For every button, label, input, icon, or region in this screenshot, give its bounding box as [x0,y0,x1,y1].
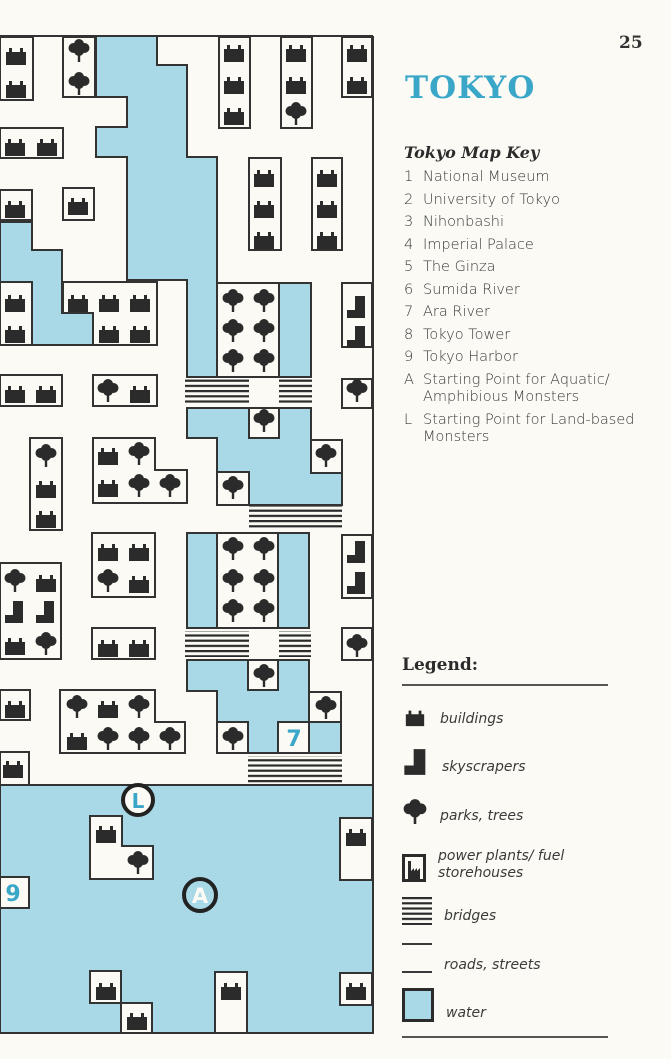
legend-label: parks, trees [440,808,524,824]
map-key-item: 7 Ara River [404,301,664,324]
key-label: Tokyo Tower [423,326,511,343]
tokyo-map: 7 9 L A [0,35,374,1034]
city-block [214,971,248,1034]
tree-icon [402,797,428,825]
legend-item-water: water [402,988,622,1022]
key-code: 2 [404,191,414,208]
key-code: 1 [404,169,414,185]
city-block [29,437,63,531]
key-code: 6 [404,281,414,298]
legend-item-bridges: bridges [402,897,622,925]
bridge [248,756,342,784]
map-key-heading: Tokyo Map Key [404,143,540,162]
key-label: Ara River [423,304,490,320]
key-label: National Museum [423,169,550,185]
canal-strip [278,282,312,378]
city-block [339,817,373,881]
city-block [277,721,310,754]
building-icon [402,706,428,728]
key-code: 4 [404,236,414,253]
land-start-label: L [132,789,145,813]
key-code: A [404,371,414,388]
city-block [59,689,186,754]
page-title: TOKYO [405,70,536,106]
map-key-item: 6 Sumida River [404,279,664,302]
map-key-item: 4 Imperial Palace [404,234,664,257]
page-number: 25 [619,33,643,53]
road-icon [402,943,432,973]
city-block [0,876,30,909]
key-label: Tokyo Harbor [423,349,518,365]
legend-label: bridges [444,908,497,924]
legend-bottom-divider [402,1036,608,1038]
key-code: 7 [404,304,414,320]
key-code: 3 [404,214,414,230]
map-key-item: A Starting Point for Aquatic/ Amphibious … [404,372,664,406]
legend-item-power-plants: power plants/ fuel storehouses [402,848,622,882]
bridge [249,506,342,530]
key-label: The Ginza [423,259,496,275]
map-key-item: L Starting Point for Land-based Monsters [404,412,664,446]
legend-label: water [446,1005,486,1021]
map-label-9: 9 [5,882,20,907]
key-label: Starting Point for Aquatic/ Amphibious M… [423,371,610,405]
legend-divider [402,684,608,686]
tokyo-harbor [0,784,374,1034]
legend-label: power plants/ fuel storehouses [438,848,565,881]
key-code: 8 [404,326,414,343]
bridge [279,379,312,405]
legend-heading: Legend: [402,655,478,675]
bridge [279,631,311,657]
water-icon [402,988,434,1022]
sumida-river [95,35,218,378]
map-key-item: 9 Tokyo Harbor [404,346,664,369]
map-key-item: 1 National Museum [404,166,664,189]
legend-item-roads: roads, streets [402,938,622,974]
map-label-7: 7 [286,727,301,752]
key-code: 9 [404,349,414,365]
key-label: Imperial Palace [423,236,534,253]
legend-label: skyscrapers [442,759,526,775]
land-start-marker: L [121,783,155,817]
map-key-item: 8 Tokyo Tower [404,324,664,347]
map-key-item: 5 The Ginza [404,256,664,279]
map-key-item: 3 Nihonbashi [404,211,664,234]
key-code: L [404,411,413,428]
key-label: University of Tokyo [423,191,560,208]
aquatic-start-label: A [192,884,209,908]
key-label: Starting Point for Land-based Monsters [423,411,635,445]
skyscraper-icon [402,748,430,776]
legend-item-skyscrapers: skyscrapers [402,748,622,776]
power-plant-icon [402,854,426,882]
bridge-icon [402,897,432,925]
map-key-item: 2 University of Tokyo [404,189,664,212]
legend-item-trees: parks, trees [402,797,622,825]
key-code: 5 [404,259,414,275]
aquatic-start-marker: A [182,877,218,913]
bridge [185,379,249,405]
legend-label: roads, streets [444,957,541,973]
bridge [185,631,249,657]
legend-label: buildings [440,711,504,727]
key-label: Sumida River [423,281,520,298]
legend-item-buildings: buildings [402,706,622,728]
key-label: Nihonbashi [423,214,504,230]
